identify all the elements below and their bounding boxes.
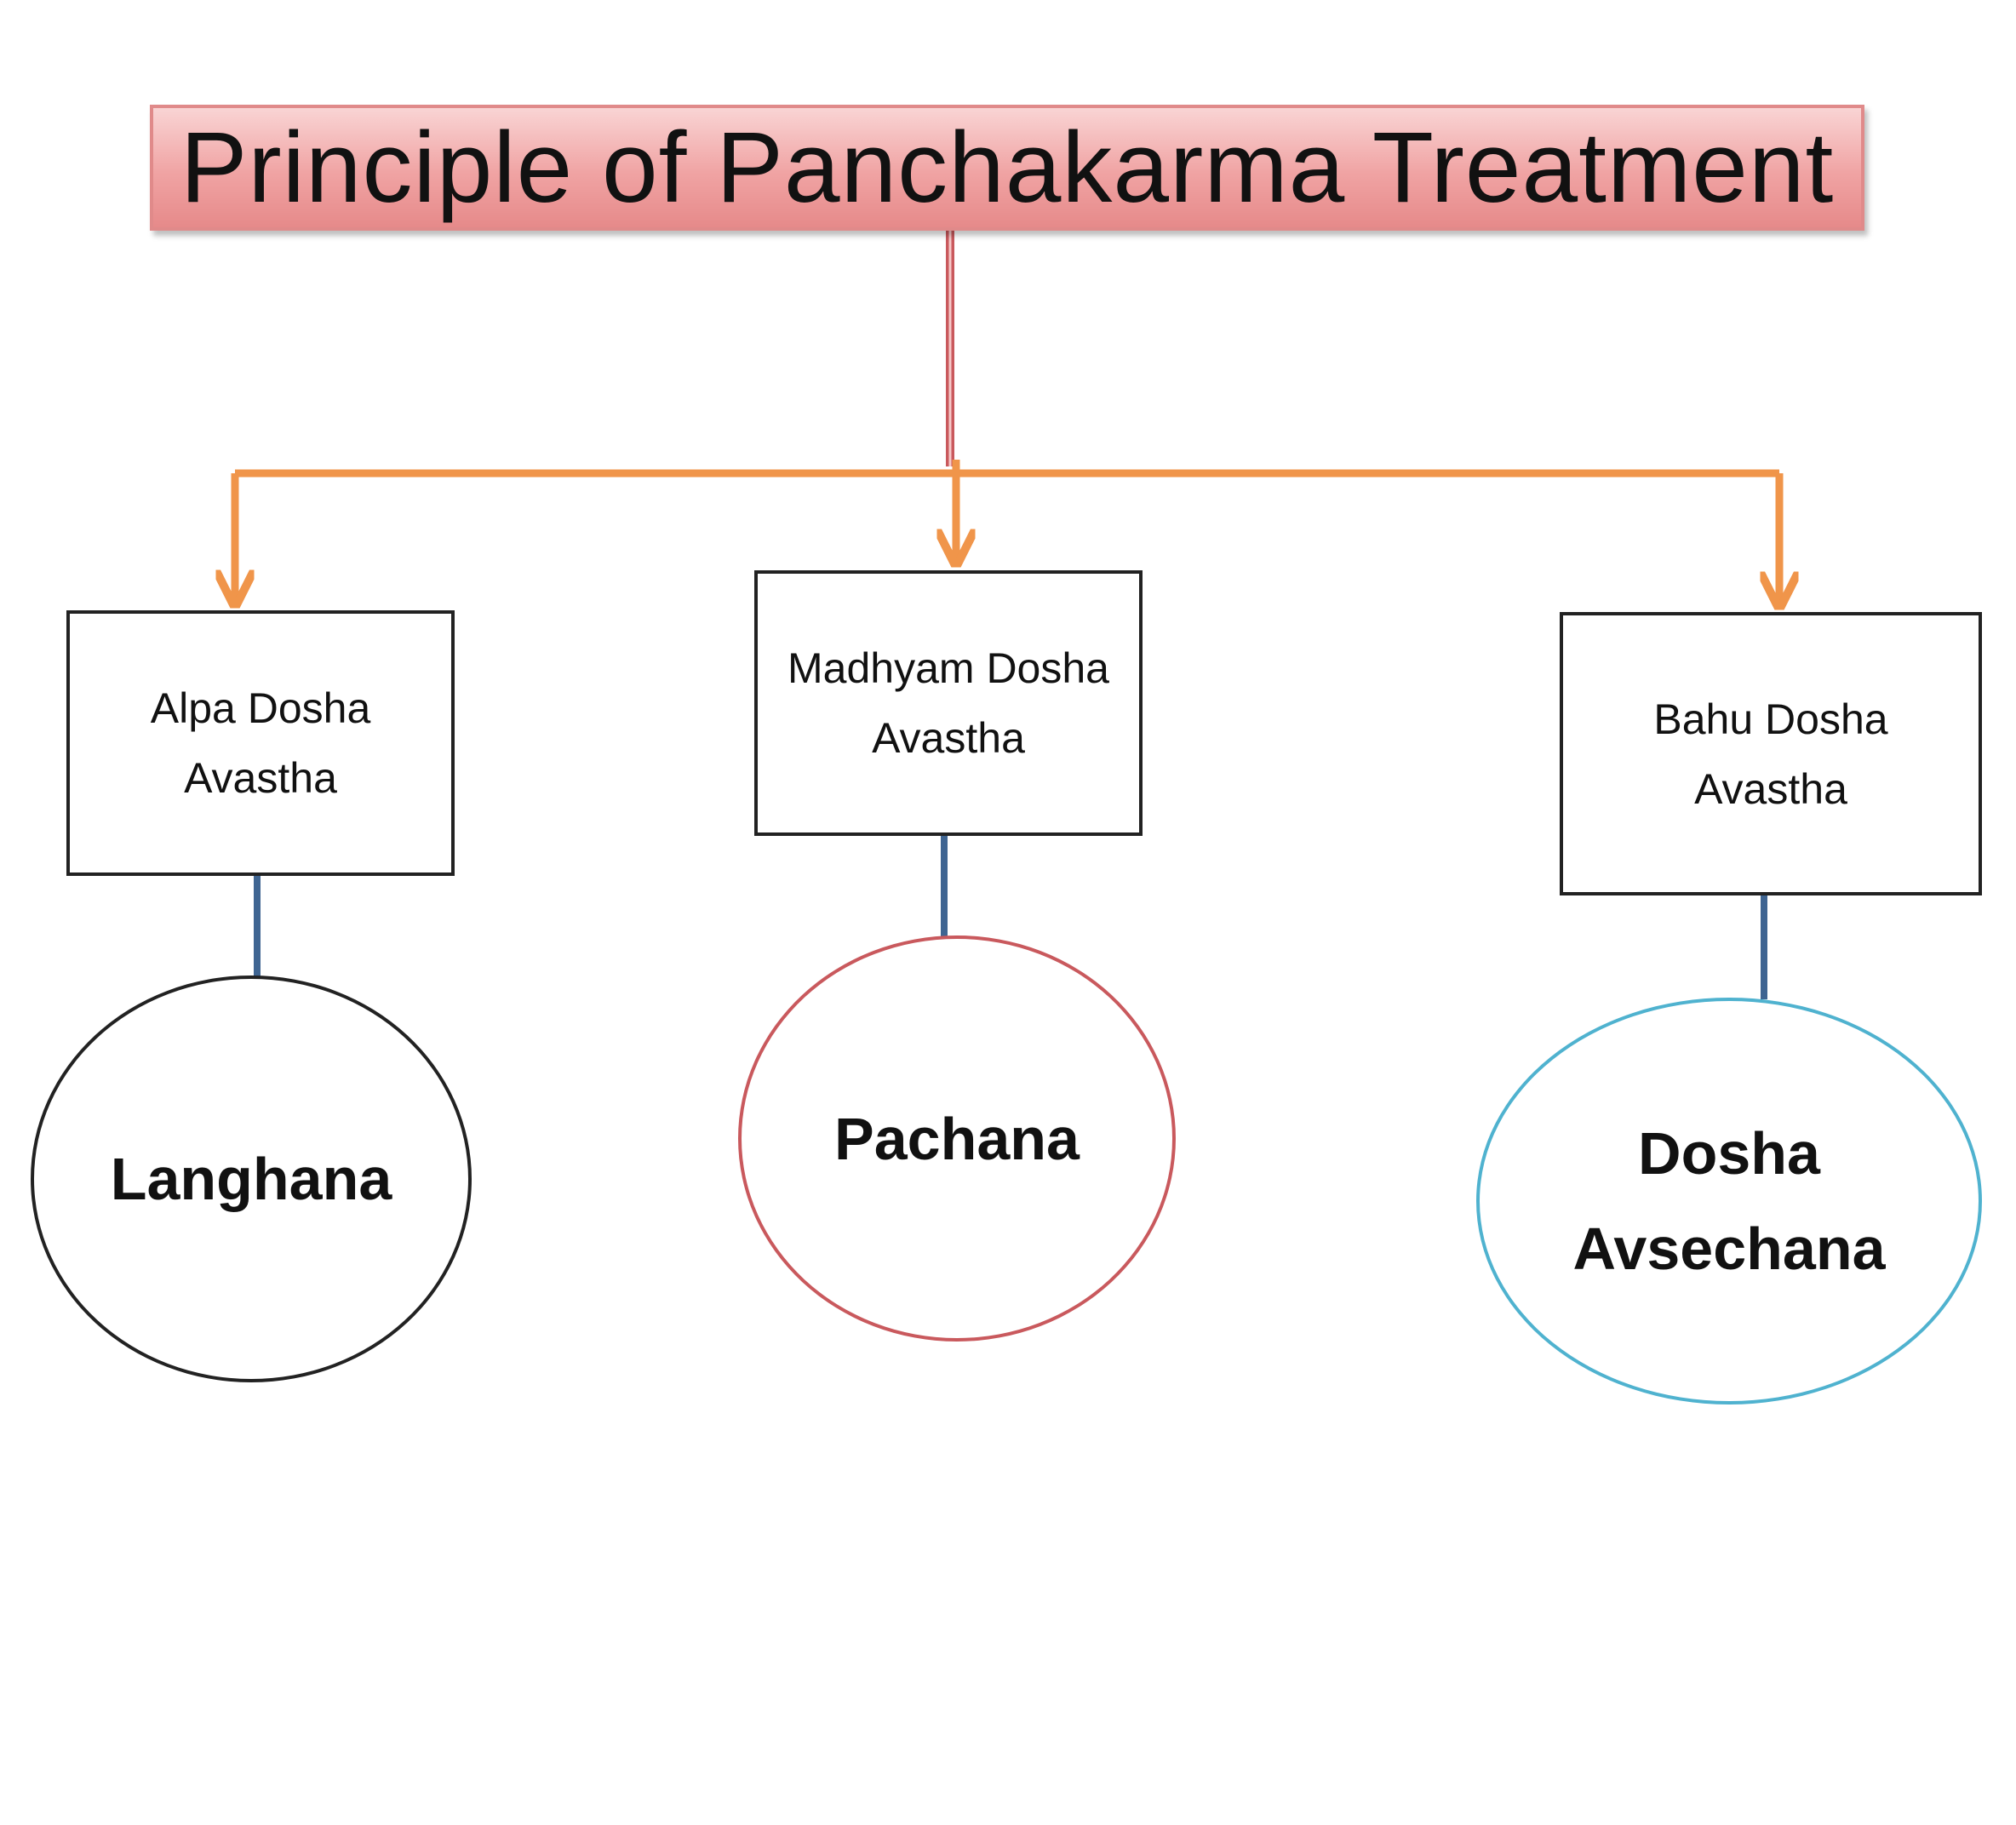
- title-box: Principle of Panchakarma Treatment: [150, 105, 1864, 231]
- treatment-circle-pachana: Pachana: [738, 935, 1176, 1342]
- treatment-circle-dosha-avsechana: Dosha Avsechana: [1476, 998, 1982, 1405]
- condition-box-madhyam: Madhyam Dosha Avastha: [754, 570, 1143, 836]
- condition-box-alpa: Alpa Dosha Avastha: [66, 610, 455, 876]
- treatment-label: Langhana: [110, 1146, 392, 1212]
- condition-box-bahu: Bahu Dosha Avastha: [1560, 612, 1982, 895]
- treatment-label: Pachana: [834, 1105, 1080, 1172]
- condition-label: Bahu Dosha Avastha: [1653, 695, 1888, 813]
- treatment-label: Dosha Avsechana: [1572, 1120, 1886, 1282]
- diagram-title: Principle of Panchakarma Treatment: [180, 112, 1835, 224]
- condition-label: Alpa Dosha Avastha: [150, 684, 371, 802]
- treatment-circle-langhana: Langhana: [31, 975, 472, 1382]
- condition-label: Madhyam Dosha Avastha: [788, 644, 1109, 762]
